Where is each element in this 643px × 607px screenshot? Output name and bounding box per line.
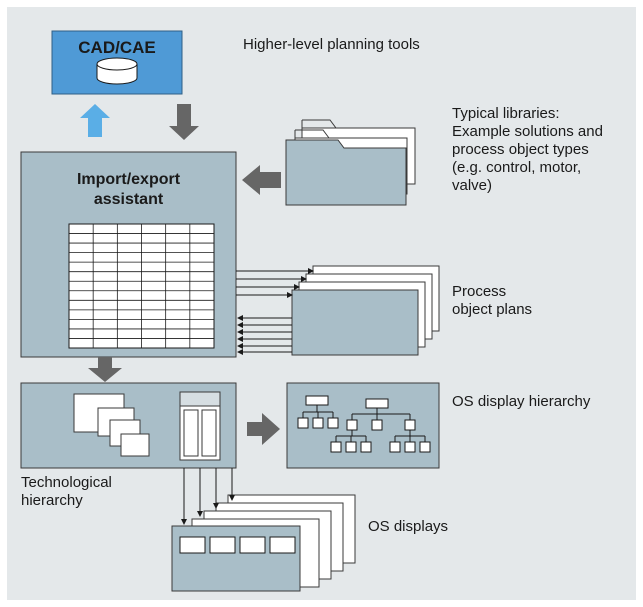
libraries-caption: Typical libraries: Example solutions and… bbox=[452, 105, 603, 194]
planning-tools-caption: Higher-level planning tools bbox=[243, 36, 420, 53]
technological-hierarchy-caption: Technological hierarchy bbox=[21, 474, 112, 509]
technological-hierarchy-box bbox=[20, 382, 237, 469]
os-hierarchy-arrow bbox=[247, 413, 280, 445]
cad-cae-title: CAD/CAE bbox=[78, 38, 156, 57]
process-plans-stack bbox=[291, 265, 440, 356]
os-display-connectors bbox=[181, 468, 235, 525]
os-display-hierarchy-box bbox=[286, 382, 440, 469]
import-down-arrow bbox=[169, 104, 199, 140]
process-plan-connectors bbox=[236, 268, 314, 355]
os-displays-stack bbox=[171, 494, 356, 592]
process-plans-caption: Process object plans bbox=[452, 283, 533, 318]
export-up-arrow bbox=[80, 104, 110, 137]
os-display-hierarchy-caption: OS display hierarchy bbox=[452, 393, 591, 410]
database-icon bbox=[96, 57, 138, 85]
hierarchy-down-arrow bbox=[88, 357, 122, 382]
library-import-arrow bbox=[242, 165, 281, 195]
library-folders-icon bbox=[285, 119, 416, 206]
data-table-icon bbox=[68, 223, 215, 349]
import-export-title: Import/export assistant bbox=[76, 171, 181, 208]
os-displays-caption: OS displays bbox=[368, 518, 449, 535]
